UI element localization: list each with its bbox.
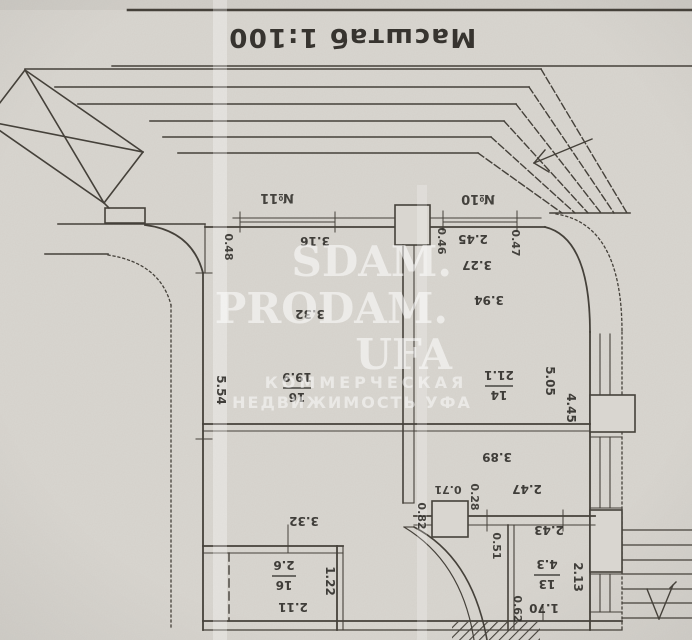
room-area: 2.6: [273, 558, 294, 572]
dim-3.32-room16: 3.32: [295, 307, 325, 321]
room-area: 21.1: [484, 368, 514, 382]
wall-pier: [394, 204, 431, 246]
dim-2.47: 2.47: [512, 482, 542, 496]
stair-risers: [477, 68, 628, 214]
dim-1.70: 1.70: [529, 601, 559, 615]
dim-0.28: 0.28: [468, 483, 481, 510]
right-wall-pier: [589, 394, 636, 433]
window-label-11: №11: [260, 190, 294, 205]
dim-1.22: 1.22: [323, 566, 337, 596]
outer-left-wall: [44, 223, 206, 631]
room-label-16-2.6: 16 2.6: [272, 558, 296, 592]
stair-direction-arrow-top: [533, 138, 593, 173]
dim-2.43: 2.43: [534, 523, 564, 537]
dim-0.71: 0.71: [434, 483, 461, 496]
stair-direction-arrow-bottom: [646, 581, 677, 620]
dim-0.82: 0.82: [415, 502, 428, 529]
corridor-walls: [403, 500, 596, 640]
dim-3.94: 3.94: [474, 293, 504, 307]
watermark-line-1: SDAM.: [292, 237, 452, 286]
bottom-wall: [202, 620, 623, 640]
dim-2.13: 2.13: [571, 562, 585, 592]
plan-linework: [0, 8, 692, 640]
room-area: 19.9: [282, 370, 312, 384]
dim-2.45: 2.45: [458, 232, 488, 246]
duct-shaft-box: [431, 500, 469, 538]
watermark: SDAM. PRODAM. UFA КОММЕРЧЕСКАЯ НЕДВИЖИМО…: [215, 237, 472, 412]
scan-fold-artifacts: [213, 0, 427, 640]
watermark-line-2: PRODAM.: [215, 284, 448, 333]
upper-stair-run: [24, 68, 631, 214]
dimension-ticks-left: [195, 272, 213, 440]
room-label-16-19.9: 16 19.9: [282, 370, 312, 404]
scale-label: Масштаб 1:100: [228, 22, 477, 52]
dim-3.27: 3.27: [462, 258, 492, 272]
dim-3.16: 3.16: [300, 234, 330, 248]
right-wall-window-mullions: [589, 333, 623, 613]
dim-0.51: 0.51: [490, 532, 503, 559]
small-room-walls: [202, 524, 344, 631]
dim-3.89: 3.89: [482, 450, 512, 464]
watermark-line-5: НЕДВИЖИМОСТЬ УФА: [232, 393, 472, 412]
dim-5.05: 5.05: [543, 366, 557, 396]
watermark-line-3: UFA: [355, 330, 453, 379]
dim-3.32-small-room: 3.32: [289, 514, 319, 528]
dim-4.45: 4.45: [564, 393, 578, 423]
room-divider-wall: [402, 244, 415, 504]
stair-flight-diagonal: [0, 68, 146, 224]
lower-staircase: [622, 529, 692, 620]
room-area: 4.3: [536, 557, 557, 571]
right-wall-block: [589, 509, 623, 573]
dim-2.11: 2.11: [278, 600, 308, 614]
room-label-13-4.3: 13 4.3: [534, 557, 560, 591]
room-number: 14: [491, 388, 508, 402]
room13-walls: [507, 524, 544, 631]
room-label-14-21.1: 14 21.1: [484, 368, 514, 402]
dim-0.47: 0.47: [509, 229, 522, 256]
dimension-ticks-top: [239, 210, 518, 233]
room-number: 16: [276, 578, 293, 592]
dim-0.46: 0.46: [435, 227, 448, 254]
room-number: 13: [539, 577, 556, 591]
hatch-wall-section: [452, 622, 540, 640]
dim-0.48: 0.48: [222, 233, 235, 260]
room-number: 16: [289, 390, 306, 404]
dim-5.54: 5.54: [214, 375, 228, 405]
plan-text: Масштаб 1:100 №11 №10 0.48 3.16 0.46 2.4…: [214, 22, 585, 623]
window-label-10: №10: [461, 191, 495, 206]
right-wall: [543, 213, 636, 631]
top-wall-windows: [204, 204, 546, 246]
dim-0.62: 0.62: [511, 595, 524, 622]
header-rules: [111, 8, 692, 67]
rooms-bottom-wall: [202, 423, 591, 432]
watermark-line-4: КОММЕРЧЕСКАЯ: [265, 373, 468, 392]
